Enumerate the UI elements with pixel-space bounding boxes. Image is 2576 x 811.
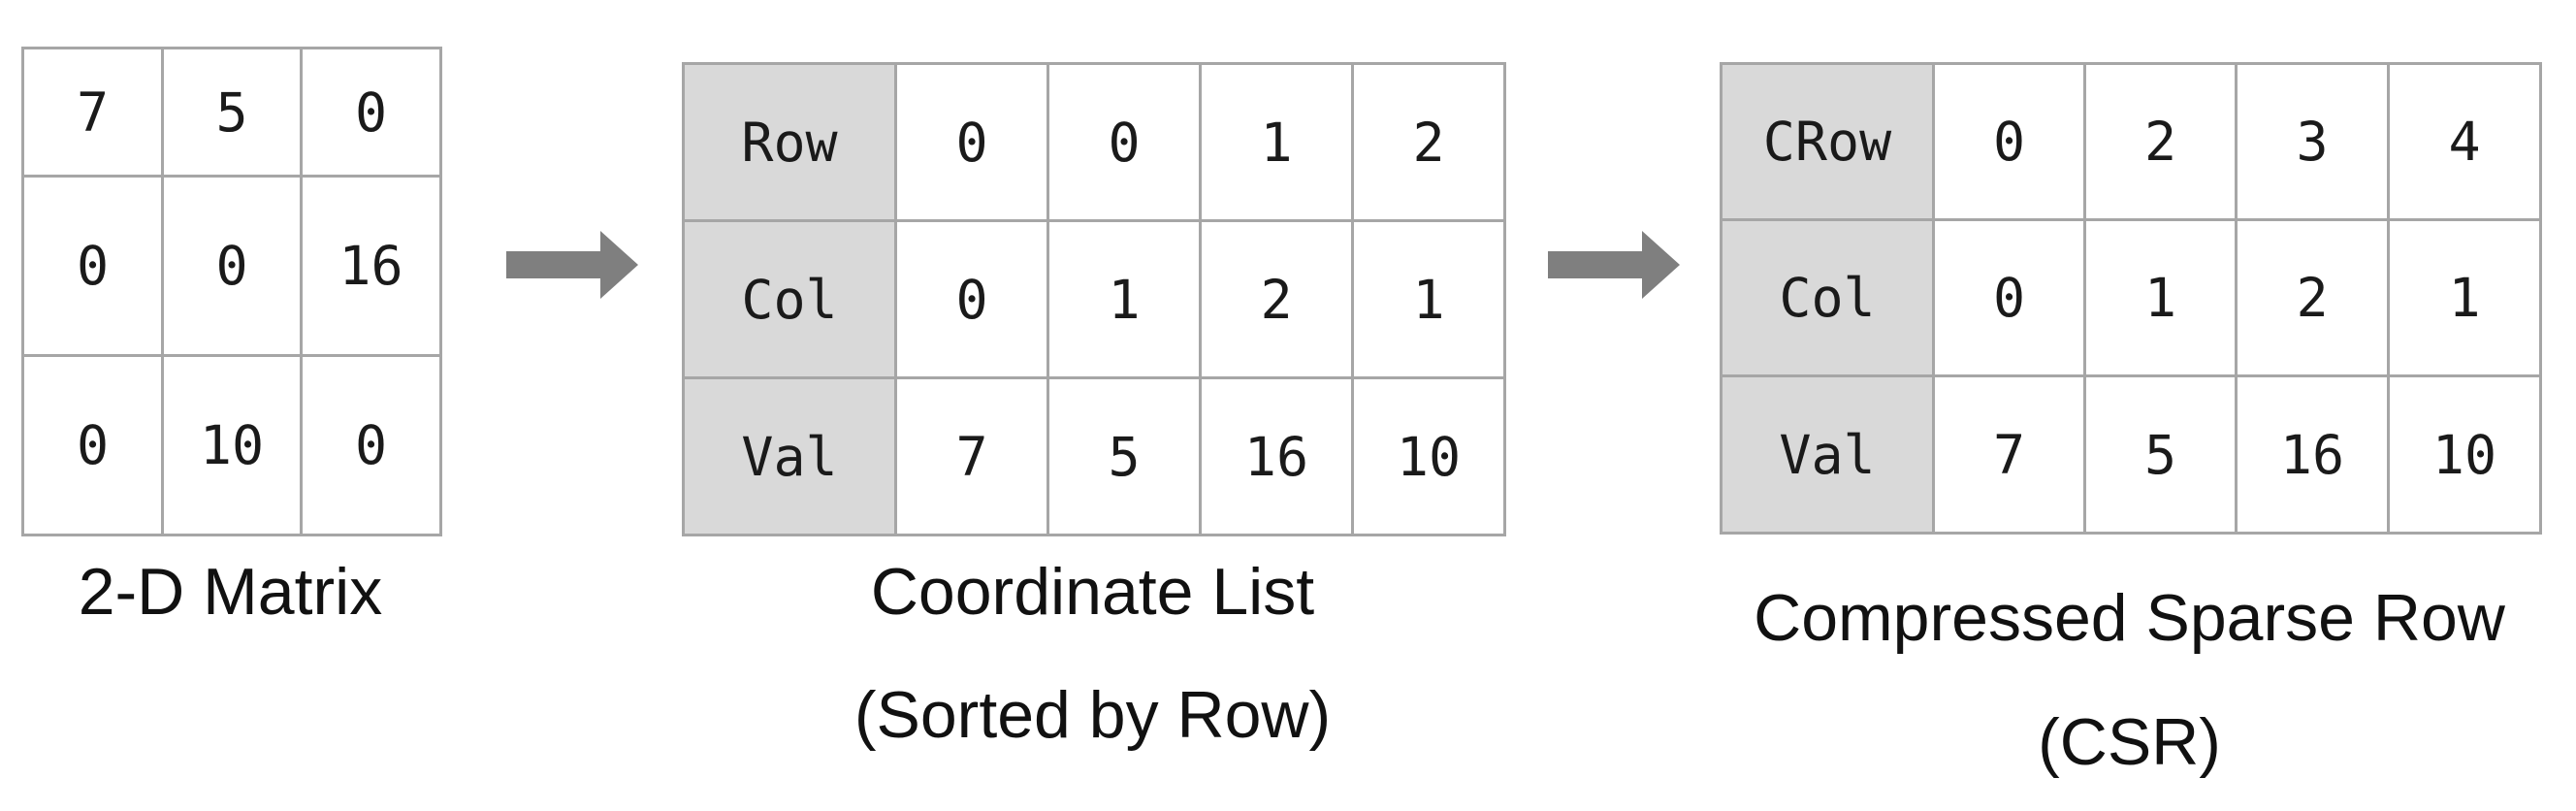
matrix-caption: 2-D Matrix xyxy=(78,555,383,629)
coordinate-cell: 1 xyxy=(1199,62,1354,222)
matrix-cell: 16 xyxy=(300,175,442,357)
csr-row: Col 0 1 2 1 xyxy=(1720,218,2542,377)
matrix-row: 0 0 16 xyxy=(21,175,442,357)
csr-cell: 0 xyxy=(1932,62,2086,221)
coordinate-cell: 1 xyxy=(1351,219,1506,379)
csr-cell: 2 xyxy=(2083,62,2238,221)
matrix-row: 0 10 0 xyxy=(21,354,442,536)
csr-cell: 1 xyxy=(2387,218,2542,377)
csr-cell: 1 xyxy=(2083,218,2238,377)
coordinate-cell: 10 xyxy=(1351,376,1506,536)
coordinate-list-row: Row 0 0 1 2 xyxy=(682,62,1506,222)
row-header: Row xyxy=(682,62,897,222)
val-header: Val xyxy=(682,376,897,536)
col-header: Col xyxy=(682,219,897,379)
csr-caption: Compressed Sparse Row xyxy=(1754,581,2505,655)
csr-row: Val 7 5 16 10 xyxy=(1720,374,2542,535)
csr-subcaption: (CSR) xyxy=(2038,705,2221,779)
crow-header: CRow xyxy=(1720,62,1935,221)
csr-table: CRow 0 2 3 4 Col 0 1 2 1 Val 7 5 16 10 xyxy=(1720,62,2542,535)
val-header: Val xyxy=(1720,374,1935,535)
coordinate-cell: 1 xyxy=(1046,219,1202,379)
matrix-cell: 5 xyxy=(161,47,303,178)
coordinate-cell: 7 xyxy=(894,376,1049,536)
csr-cell: 2 xyxy=(2235,218,2390,377)
csr-cell: 3 xyxy=(2235,62,2390,221)
csr-cell: 0 xyxy=(1932,218,2086,377)
col-header: Col xyxy=(1720,218,1935,377)
csr-cell: 5 xyxy=(2083,374,2238,535)
matrix-cell: 0 xyxy=(161,175,303,357)
coordinate-list-caption: Coordinate List xyxy=(870,555,1315,629)
matrix-cell: 0 xyxy=(300,354,442,536)
matrix-row: 7 5 0 xyxy=(21,47,442,178)
coordinate-cell: 16 xyxy=(1199,376,1354,536)
coordinate-cell: 0 xyxy=(894,219,1049,379)
matrix-cell: 0 xyxy=(300,47,442,178)
coordinate-cell: 0 xyxy=(894,62,1049,222)
coordinate-list-table: Row 0 0 1 2 Col 0 1 2 1 Val 7 5 16 10 xyxy=(682,62,1506,536)
coordinate-cell: 2 xyxy=(1351,62,1506,222)
coordinate-cell: 2 xyxy=(1199,219,1354,379)
csr-cell: 4 xyxy=(2387,62,2542,221)
csr-cell: 7 xyxy=(1932,374,2086,535)
matrix-cell: 10 xyxy=(161,354,303,536)
arrow-right-icon xyxy=(1548,231,1680,299)
csr-row: CRow 0 2 3 4 xyxy=(1720,62,2542,221)
matrix-cell: 0 xyxy=(21,175,164,357)
coordinate-list-row: Val 7 5 16 10 xyxy=(682,376,1506,536)
coordinate-cell: 0 xyxy=(1046,62,1202,222)
coordinate-cell: 5 xyxy=(1046,376,1202,536)
coordinate-list-row: Col 0 1 2 1 xyxy=(682,219,1506,379)
matrix-table: 7 5 0 0 0 16 0 10 0 xyxy=(21,47,442,536)
arrow-right-icon xyxy=(506,231,638,299)
csr-cell: 10 xyxy=(2387,374,2542,535)
matrix-cell: 7 xyxy=(21,47,164,178)
csr-cell: 16 xyxy=(2235,374,2390,535)
matrix-cell: 0 xyxy=(21,354,164,536)
coordinate-list-subcaption: (Sorted by Row) xyxy=(853,678,1332,752)
